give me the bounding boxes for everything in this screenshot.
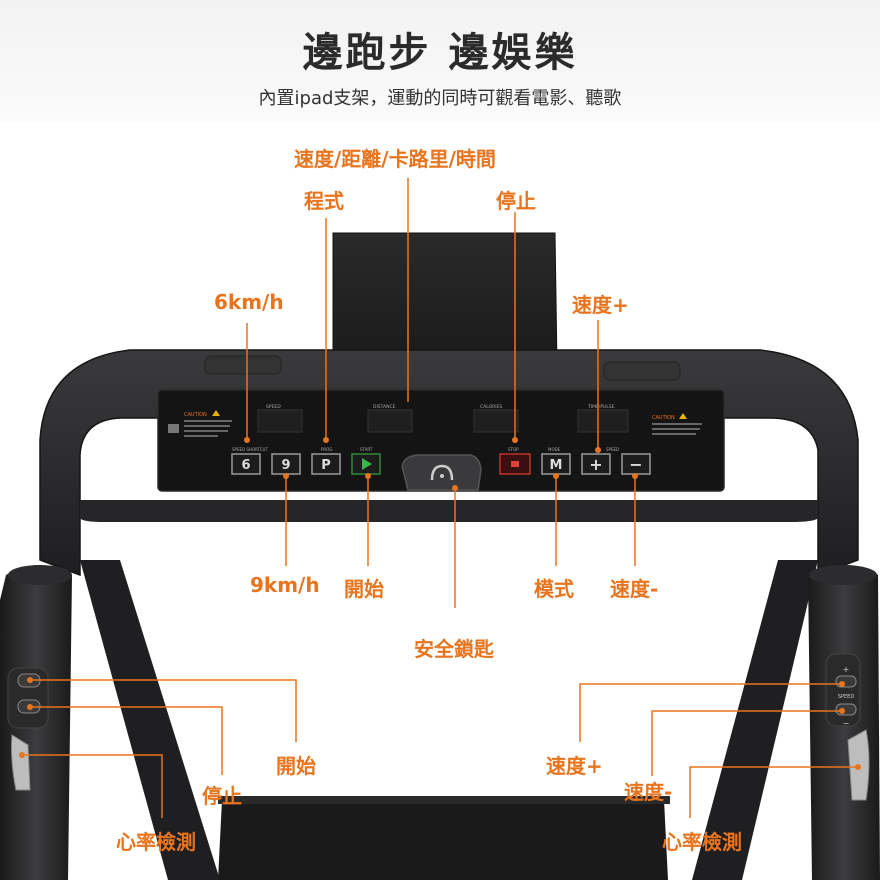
callout-right-speed-down: 速度- [624, 780, 673, 804]
callout-right-speed-up: 速度+ [546, 754, 603, 778]
callout-dots [19, 437, 861, 770]
right-speed-up-button[interactable] [835, 675, 857, 688]
header-band [0, 0, 880, 122]
stop-icon [511, 461, 519, 467]
calories-display [473, 409, 519, 433]
callout-start: 開始 [344, 577, 384, 601]
right-grip-plus-label: + [843, 665, 850, 674]
callout-right-heart: 心率檢測 [662, 830, 742, 854]
right-speed-down-button[interactable] [835, 703, 857, 716]
start-button[interactable] [351, 453, 381, 475]
brand-icon [168, 424, 179, 433]
calories-label: CALORIES [480, 404, 502, 410]
speed-label: SPEED [266, 404, 281, 410]
frame-crossbar [80, 500, 818, 522]
deck-edge [218, 796, 670, 804]
svg-text:M: M [550, 458, 563, 473]
right-top-pad [603, 361, 681, 381]
speed-shortcut-label: SPEED SHORTCUT [232, 447, 268, 452]
caution-right: CAUTION [652, 415, 675, 421]
stop-button[interactable] [499, 453, 531, 475]
callout-stop: 停止 [496, 189, 536, 213]
callout-lines [22, 178, 858, 818]
left-heart-sensor [11, 734, 31, 791]
svg-text:−: − [629, 455, 642, 474]
callout-speed-down: 速度- [610, 577, 659, 601]
callout-left-stop: 停止 [202, 784, 242, 808]
svg-text:P: P [321, 458, 331, 473]
callout-safety-key: 安全鎖匙 [414, 637, 494, 661]
callout-mode: 模式 [534, 577, 574, 601]
speed-display [257, 409, 303, 433]
prog-label: PROG [321, 447, 332, 452]
caution-left: CAUTION [184, 412, 207, 418]
distance-label: DISTANCE [373, 404, 396, 410]
svg-text:+: + [589, 455, 602, 474]
mode-label: MODE [548, 447, 561, 452]
callout-left-heart: 心率檢測 [116, 830, 196, 854]
left-top-pad [204, 355, 282, 375]
speed-up-button[interactable]: + [581, 453, 611, 475]
svg-text:6: 6 [241, 458, 250, 473]
page-title: 邊跑步 邊娛樂 [302, 30, 578, 76]
stop-label: STOP [508, 447, 519, 452]
speed-9-button[interactable]: 9 [271, 453, 301, 475]
running-deck [218, 800, 668, 880]
svg-text:9: 9 [281, 458, 290, 473]
start-label: START [360, 447, 373, 452]
callout-program: 程式 [304, 189, 344, 213]
speed-down-button[interactable]: − [621, 453, 651, 475]
warning-icon [212, 410, 220, 416]
page-subtitle: 內置ipad支架，運動的同時可觀看電影、聽歌 [258, 88, 622, 109]
callout-speed-9: 9km/h [250, 573, 320, 597]
right-upright [692, 560, 818, 880]
right-grip-minus-label: − [843, 719, 850, 728]
speed-6-button[interactable]: 6 [231, 453, 261, 475]
right-grip-speed-label: SPEED [838, 694, 855, 700]
callout-speed-6: 6km/h [214, 290, 284, 314]
callout-display: 速度/距離/卡路里/時間 [294, 147, 496, 171]
callout-left-start: 開始 [276, 754, 316, 778]
play-icon [362, 458, 372, 470]
program-button[interactable]: P [311, 453, 341, 475]
time-pulse-label: TIME/PULSE [587, 404, 615, 410]
time-display [577, 409, 629, 433]
callout-speed-up: 速度+ [572, 293, 629, 317]
safety-key-housing [401, 454, 482, 491]
tablet-holder [332, 232, 558, 367]
speed-btn-label: SPEED [606, 447, 619, 452]
left-upright [80, 560, 220, 880]
mode-button[interactable]: M [541, 453, 571, 475]
safety-key-icon [430, 464, 454, 481]
distance-display [367, 409, 413, 433]
